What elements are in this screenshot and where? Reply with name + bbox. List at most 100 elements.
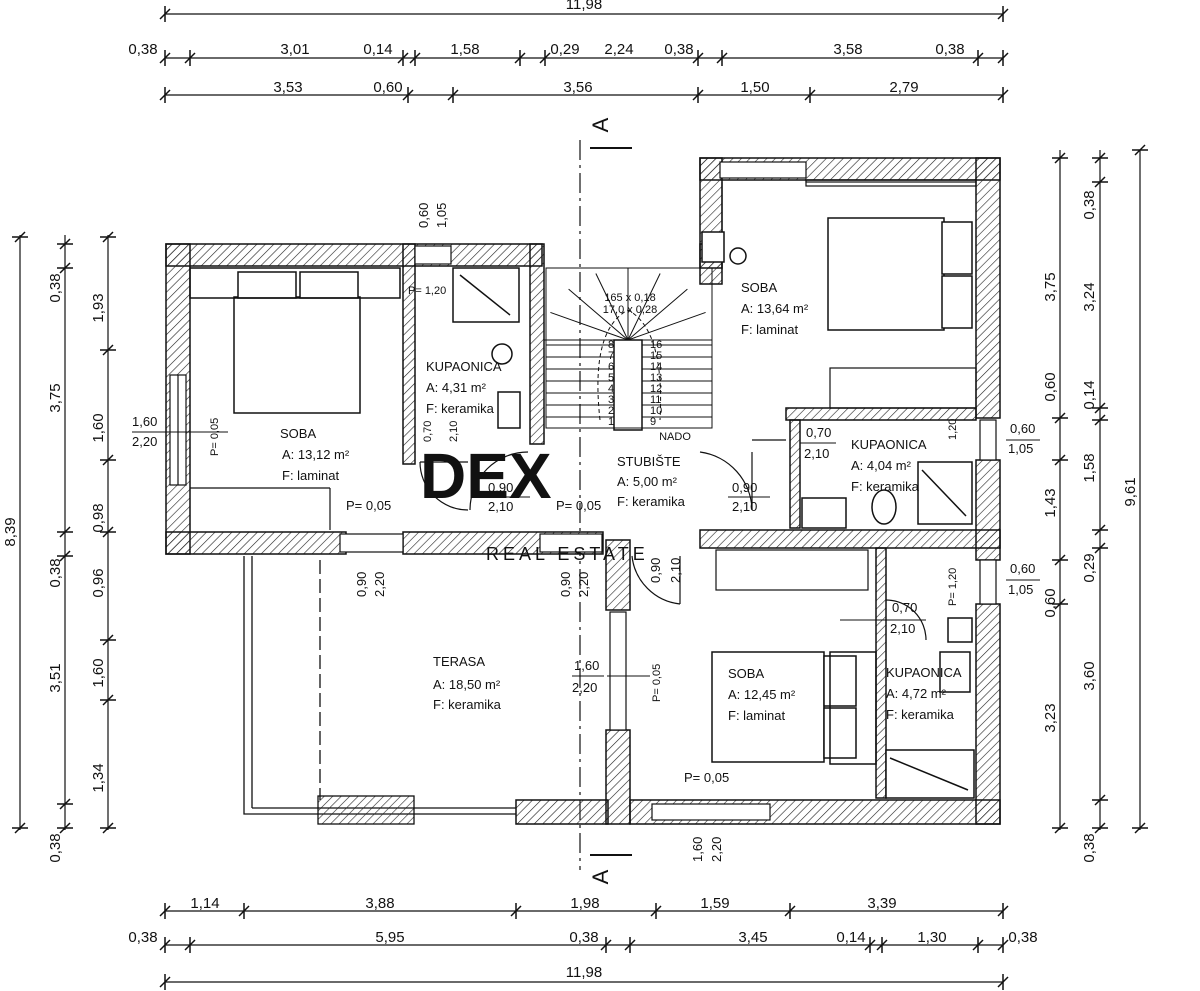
dim-bottom-total: 11,98 [566, 964, 602, 981]
dim-top-2: 3,01 [280, 41, 309, 58]
partitions [190, 179, 977, 591]
dim-right-o4: 1,58 [1081, 453, 1098, 482]
stair-step-number: 15 [650, 350, 662, 362]
stair-step [568, 288, 629, 341]
dim-right-o5: 0,29 [1081, 553, 1098, 582]
door-stair-w: 0,90 [732, 480, 757, 495]
room-name: SOBA [741, 280, 777, 295]
room-floor: F: keramika [851, 479, 920, 494]
bed-left [233, 296, 361, 414]
section-line [579, 140, 632, 870]
room-area: A: 4,72 m² [886, 686, 947, 701]
dim-top-5: 0,29 [550, 41, 579, 58]
win-soba-tr-w: 1,20 [947, 419, 959, 440]
room-floor: F: laminat [728, 708, 785, 723]
dim-left-i2: 1,60 [90, 413, 107, 442]
dim-right-o2: 3,24 [1081, 282, 1098, 311]
room-soba-bottom-right: SOBA A: 12,45 m² F: laminat [728, 666, 796, 723]
room-area: A: 5,00 m² [617, 474, 678, 489]
door-bath-w: 0,70 [422, 421, 434, 442]
dim-left-i4: 0,96 [90, 568, 107, 597]
dim-top-1: 0,38 [128, 41, 157, 58]
dimension-ticks [12, 6, 1148, 990]
dim-right-total: 9,61 [1122, 477, 1139, 506]
door-terrace1-w: 0,90 [354, 572, 369, 597]
room-area: A: 13,12 m² [282, 447, 350, 462]
opening-labels [132, 431, 1040, 677]
dim-top-7: 0,38 [664, 41, 693, 58]
dim-top-r2-1: 3,53 [273, 79, 302, 96]
door-stair-h: 2,10 [732, 499, 757, 514]
stair-step-number: 10 [650, 405, 662, 417]
door-terrace2-w: 0,90 [558, 572, 573, 597]
room-name: KUPAONICA [426, 359, 502, 374]
door-br-bath-w: 0,70 [892, 600, 917, 615]
dim-top-r2-3: 3,56 [563, 79, 592, 96]
stair-step-number: 12 [650, 383, 662, 395]
dim-right-o6: 3,60 [1081, 661, 1098, 690]
room-name: KUPAONICA [851, 437, 927, 452]
dim-left-o3: 0,38 [47, 558, 64, 587]
dim-right-o7: 0,38 [1081, 833, 1098, 862]
level-soba-left: P= 0,05 [209, 418, 221, 456]
room-terasa: TERASA A: 18,50 m² F: keramika [433, 654, 502, 712]
watermark-logo: DEX [420, 440, 552, 512]
door-soba-w: 0,90 [488, 480, 513, 495]
room-floor: F: keramika [886, 707, 955, 722]
dimension-lines [19, 13, 1141, 983]
stair-step [627, 273, 661, 341]
walls [165, 157, 1001, 825]
windows [169, 161, 997, 821]
win-r-bath2-w: 0,60 [1010, 561, 1035, 576]
win-soba-br-h: 2,20 [572, 680, 597, 695]
dim-left-i1: 1,93 [90, 293, 107, 322]
stair-step-number: 16 [650, 339, 662, 351]
stair-size-label: 165 x 0,18 [604, 292, 655, 304]
level-terrace-wall: P= 0,05 [651, 664, 663, 702]
stair-step [627, 311, 706, 341]
win-soba-br-w: 1,60 [574, 658, 599, 673]
dim-left-o4: 3,51 [47, 663, 64, 692]
door-bath-h: 2,10 [448, 421, 460, 442]
furniture [189, 217, 975, 799]
dim-right-i5: 3,23 [1042, 703, 1059, 732]
dim-bottom-1: 1,14 [190, 895, 219, 912]
win-bath-w: 0,60 [416, 203, 431, 228]
stair-step-number: 1 [608, 416, 614, 428]
dim-top-6: 2,24 [604, 41, 633, 58]
door-hall-h: 2,10 [668, 558, 683, 583]
stair-step-number: 3 [608, 394, 614, 406]
dim-bottom-4: 1,59 [700, 895, 729, 912]
dim-left-i6: 1,34 [90, 763, 107, 792]
stair-step-number: 7 [608, 350, 614, 362]
room-floor: F: laminat [741, 322, 798, 337]
stair-step-number: 4 [608, 383, 614, 395]
dim-right-o1: 0,38 [1081, 190, 1098, 219]
room-floor: F: keramika [426, 401, 495, 416]
room-area: A: 13,64 m² [741, 301, 809, 316]
stair-step [627, 288, 688, 341]
door-swings [419, 451, 927, 641]
dim-bottom-5: 3,39 [867, 895, 896, 912]
level-bath-br: P= 1,20 [947, 568, 959, 606]
terrace-outline [243, 556, 516, 825]
stair-step-number: 6 [608, 361, 614, 373]
level-hall2: P= 0,05 [556, 498, 601, 513]
bed-bottom-right [711, 651, 825, 763]
win-bath-h: 1,05 [434, 203, 449, 228]
dim-top-3: 0,14 [363, 41, 392, 58]
stair-step-number: 14 [650, 361, 662, 373]
room-area: A: 12,45 m² [728, 687, 796, 702]
room-kupaonica-bottom-right: KUPAONICA A: 4,72 m² F: keramika [886, 665, 962, 722]
room-floor: F: keramika [433, 697, 502, 712]
room-area: A: 4,04 m² [851, 458, 912, 473]
win-bottom-h: 2,20 [709, 837, 724, 862]
win-r-bath2-h: 1,05 [1008, 582, 1033, 597]
dim-top-4: 1,58 [450, 41, 479, 58]
bed-top-right [827, 217, 945, 331]
stair-step-number: 9 [650, 416, 656, 428]
win-left-h: 2,20 [132, 434, 157, 449]
room-floor: F: laminat [282, 468, 339, 483]
dim-left-o1: 0,38 [47, 273, 64, 302]
